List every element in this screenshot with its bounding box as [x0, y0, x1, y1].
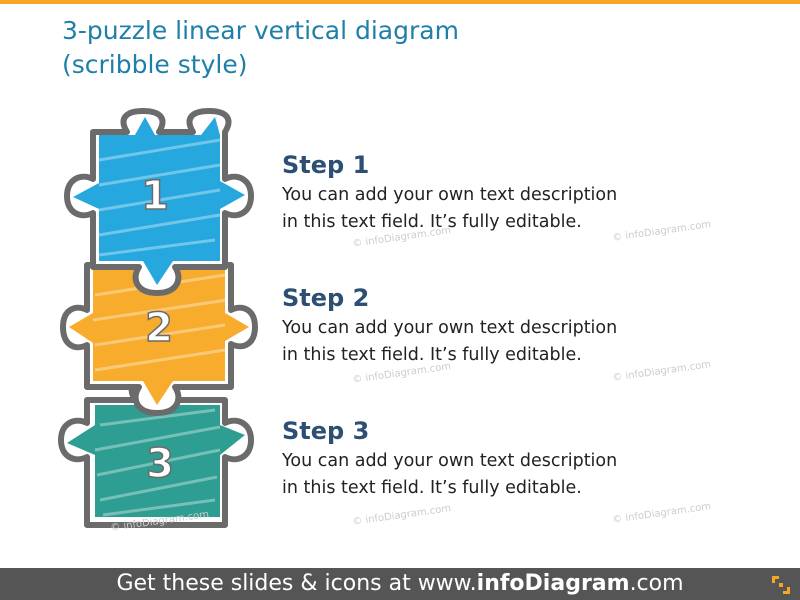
footer-bar: Get these slides & icons at www.infoDiag… — [0, 568, 800, 600]
title-line-2: (scribble style) — [62, 50, 248, 79]
step-2-desc-line-2: in this text field. It’s fully editable. — [282, 345, 582, 365]
step-3-description: You can add your own text description in… — [282, 448, 682, 502]
step-1: Step 1 You can add your own text descrip… — [282, 150, 682, 236]
puzzle-piece-3: 3 — [58, 370, 254, 528]
step-2-description: You can add your own text description in… — [282, 315, 682, 369]
footer-prefix: Get these slides & icons at www. — [116, 571, 477, 596]
piece-2-number: 2 — [145, 305, 173, 351]
step-1-title: Step 1 — [282, 151, 370, 179]
infodiagram-logo-icon — [772, 576, 790, 594]
step-2-desc-line-1: You can add your own text description — [282, 318, 618, 338]
step-3-desc-line-2: in this text field. It’s fully editable. — [282, 478, 582, 498]
page-title: 3-puzzle linear vertical diagram (scribb… — [62, 14, 662, 82]
step-2: Step 2 You can add your own text descrip… — [282, 283, 682, 369]
piece-3-number: 3 — [146, 441, 174, 487]
watermark: © infoDiagram.com — [351, 503, 452, 528]
footer-text: Get these slides & icons at www.infoDiag… — [0, 571, 800, 597]
footer-brand[interactable]: infoDiagram — [476, 571, 630, 596]
step-3: Step 3 You can add your own text descrip… — [282, 416, 682, 502]
top-accent-bar — [0, 0, 800, 4]
title-line-1: 3-puzzle linear vertical diagram — [62, 16, 459, 45]
watermark: © infoDiagram.com — [611, 501, 712, 526]
step-3-desc-line-1: You can add your own text description — [282, 451, 618, 471]
step-2-title: Step 2 — [282, 284, 370, 312]
step-1-desc-line-1: You can add your own text description — [282, 185, 618, 205]
puzzle-diagram: 3 2 1 — [55, 105, 265, 555]
puzzle-svg: 3 2 1 — [58, 108, 258, 528]
footer-suffix: .com — [629, 571, 684, 596]
step-1-description: You can add your own text description in… — [282, 182, 682, 236]
piece-1-number: 1 — [141, 173, 169, 219]
step-1-desc-line-2: in this text field. It’s fully editable. — [282, 212, 582, 232]
step-3-title: Step 3 — [282, 417, 370, 445]
puzzle-piece-1: 1 — [64, 108, 254, 296]
